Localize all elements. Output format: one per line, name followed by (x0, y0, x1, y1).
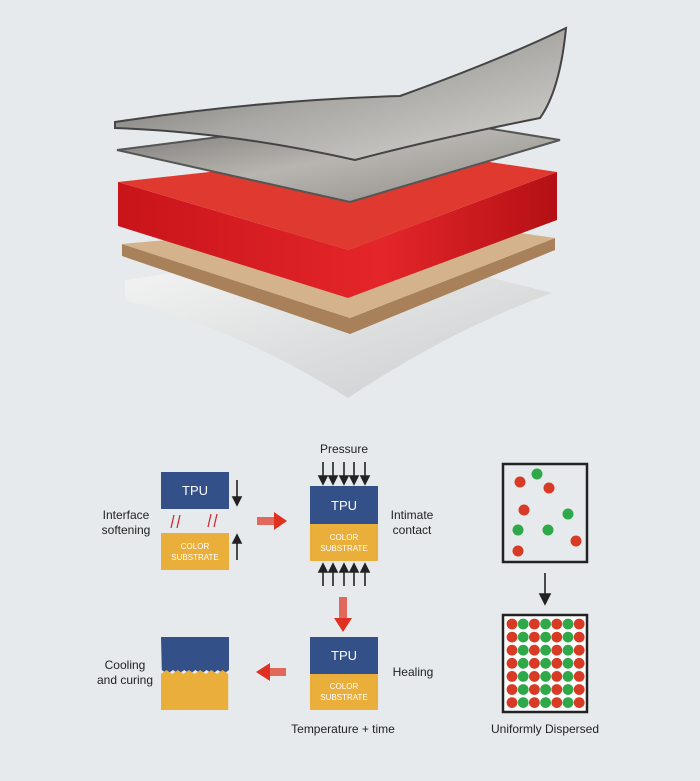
random-dispersion-box (501, 462, 589, 564)
particle-dot (540, 657, 551, 669)
particle-dot (551, 657, 563, 669)
particle-dot (517, 697, 529, 708)
tpu-block: TPU (310, 486, 378, 524)
tpu-block: TPU (310, 637, 378, 674)
particle-dot (506, 671, 518, 682)
substrate-label: SUBSTRATE (171, 552, 219, 562)
label-line: Intimate (390, 508, 434, 522)
particle-dot (506, 644, 518, 656)
particle-dot (570, 535, 582, 547)
particle-dot (529, 684, 540, 695)
particle-dot (517, 657, 529, 669)
particle-dot (540, 671, 551, 682)
particle-dot (551, 631, 563, 643)
particle-dot (573, 657, 585, 669)
particle-dot (529, 657, 540, 669)
substrate-label: COLOR (329, 532, 359, 542)
substrate-label: COLOR (329, 682, 359, 691)
particle-dot (517, 671, 529, 682)
particle-dot (517, 618, 529, 630)
particle-dot (529, 631, 540, 643)
healing-label: Healing (392, 665, 434, 679)
particle-dot (543, 482, 555, 494)
particle-dot (562, 684, 574, 695)
particle-dot (529, 618, 540, 630)
particle-dot (573, 618, 585, 630)
particle-dot (529, 644, 540, 656)
particle-dot (562, 671, 574, 682)
substrate-label: COLOR (180, 541, 210, 551)
particle-dot (551, 684, 563, 695)
particle-dot (573, 684, 585, 695)
substrate-label: SUBSTRATE (320, 693, 368, 702)
temperature-time-caption: Temperature + time (291, 722, 395, 736)
particle-dot (540, 618, 551, 630)
particle-dot (562, 618, 574, 630)
cured-interface (161, 637, 229, 674)
tpu-block: TPU (161, 472, 229, 509)
particle-dot (551, 671, 563, 682)
particle-dot (562, 631, 574, 643)
curved-top-sheet (114, 26, 568, 162)
particle-dot (506, 631, 518, 643)
black-arrows (231, 462, 552, 606)
particle-dot (540, 697, 551, 708)
particle-dot (573, 644, 585, 656)
particle-dot (506, 684, 518, 695)
random-dots (512, 468, 582, 557)
label-line: contact (392, 523, 432, 537)
particle-dot (529, 671, 540, 682)
particle-dot (551, 618, 563, 630)
pressure-up-arrows (317, 562, 371, 586)
red-block-side (118, 172, 557, 298)
heat-arrows (170, 513, 218, 529)
uniform-dots (506, 618, 585, 708)
particle-dot (506, 657, 518, 669)
process-red-arrows (256, 512, 352, 681)
particle-dot (540, 684, 551, 695)
particle-dot (562, 644, 574, 656)
uniformly-dispersed-caption: Uniformly Dispersed (490, 722, 600, 736)
particle-dot (551, 644, 563, 656)
particle-dot (562, 657, 574, 669)
particle-dot (540, 644, 551, 656)
label-line: Cooling (104, 658, 146, 672)
particle-dot (517, 684, 529, 695)
particle-dot (512, 545, 524, 557)
label-line: Interface (102, 508, 150, 522)
substrate-label: SUBSTRATE (320, 543, 368, 553)
pressure-down-arrows (317, 462, 371, 486)
particle-dot (562, 508, 574, 520)
particle-dot (518, 504, 530, 516)
particle-dot (529, 697, 540, 708)
particle-dot (506, 697, 518, 708)
particle-dot (517, 644, 529, 656)
particle-dot (514, 476, 526, 488)
pressure-label: Pressure (319, 442, 369, 456)
substrate-block: COLOR SUBSTRATE (310, 674, 378, 710)
particle-dot (517, 631, 529, 643)
particle-dot (562, 697, 574, 708)
label-line: softening (101, 523, 151, 537)
particle-dot (573, 631, 585, 643)
particle-dot (573, 697, 585, 708)
particle-dot (573, 671, 585, 682)
particle-dot (540, 631, 551, 643)
particle-dot (542, 524, 554, 536)
label-line: and curing (96, 673, 154, 687)
particle-dot (506, 618, 518, 630)
tan-layer-side (122, 238, 555, 334)
particle-dot (512, 524, 524, 536)
particle-dot (551, 697, 563, 708)
particle-dot (531, 468, 543, 480)
